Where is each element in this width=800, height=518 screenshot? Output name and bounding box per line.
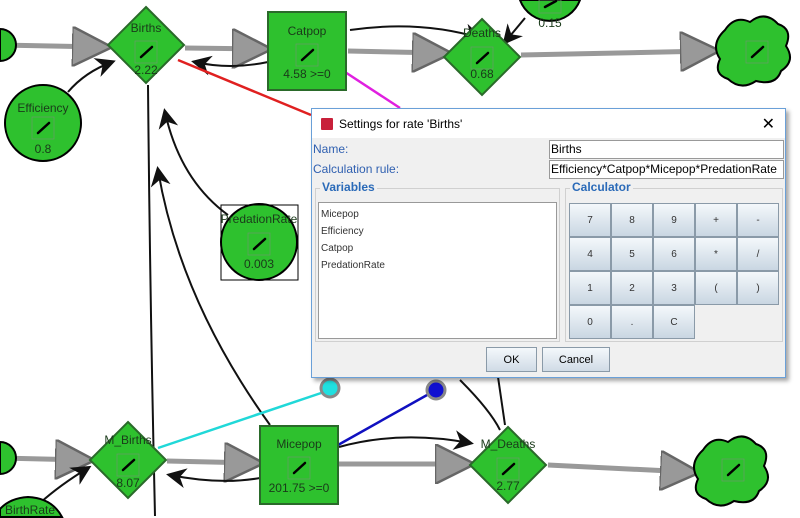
dialog-titlebar[interactable]: Settings for rate 'Births' ✕ (312, 109, 785, 138)
node-value: 0.003 (244, 257, 274, 271)
calc-key[interactable]: / (737, 237, 779, 271)
variable-item[interactable]: Micepop (321, 209, 359, 220)
gauge-needle-icon (292, 461, 307, 475)
close-icon[interactable]: ✕ (761, 115, 775, 133)
variable-item[interactable]: Catpop (321, 243, 354, 254)
node-m-deaths[interactable]: M_Deaths 2.77 (468, 425, 548, 505)
gauge-frame (745, 40, 769, 64)
calc-key[interactable]: 5 (611, 237, 653, 271)
calc-key[interactable]: 9 (653, 203, 695, 237)
calc-key[interactable]: ( (695, 271, 737, 305)
node-value: 0.8 (35, 142, 52, 156)
gauge-needle-icon (300, 48, 315, 62)
node-value: 201.75 >=0 (269, 481, 330, 495)
calc-key[interactable]: ) (737, 271, 779, 305)
calc-key[interactable]: 6 (653, 237, 695, 271)
app-icon (321, 117, 333, 130)
gauge-frame (31, 116, 55, 140)
calculation-rule-input[interactable]: Efficiency*Catpop*Micepop*PredationRate (549, 160, 784, 179)
node-catpop[interactable]: Catpop 4.58 >=0 (267, 11, 347, 91)
gauge-needle-icon (750, 45, 765, 59)
dialog-title: Settings for rate 'Births' (339, 116, 463, 131)
gauge-frame (470, 46, 494, 70)
node-value: 0.15 (538, 16, 562, 30)
node-value: 8.07 (116, 476, 140, 490)
variable-item[interactable]: Efficiency (321, 226, 364, 237)
node-value: 2.77 (496, 479, 520, 493)
node-label: BirthRate (5, 503, 55, 517)
node-value: 0.68 (470, 67, 494, 81)
node-label: Efficiency (17, 101, 68, 115)
node-top-variable[interactable]: 0.15 (518, 0, 582, 30)
variables-title: Variables (320, 180, 377, 194)
gauge-needle-icon (121, 458, 136, 472)
calculator-title: Calculator (570, 180, 633, 194)
name-label: Name: (313, 142, 349, 156)
calc-key[interactable]: . (611, 305, 653, 339)
gauge-needle-icon (36, 121, 51, 135)
gauge-needle-icon (501, 462, 516, 476)
calc-key[interactable]: 7 (569, 203, 611, 237)
calc-key[interactable]: 3 (653, 271, 695, 305)
node-label: PredationRate (221, 212, 298, 226)
gauge-frame (538, 0, 562, 14)
gauge-frame (496, 457, 520, 481)
ok-button[interactable]: OK (486, 347, 537, 372)
calc-key[interactable]: 0 (569, 305, 611, 339)
gauge-frame (721, 458, 745, 482)
gauge-frame (247, 232, 271, 256)
node-m-births[interactable]: M_Births 8.07 (88, 420, 168, 500)
node-predationrate[interactable]: PredationRate 0.003 (220, 203, 299, 281)
calc-key[interactable]: 8 (611, 203, 653, 237)
node-micepop[interactable]: Micepop 201.75 >=0 (259, 425, 339, 505)
gauge-frame (134, 40, 158, 64)
gauge-frame (287, 456, 311, 480)
name-input[interactable]: Births (549, 140, 784, 159)
calculation-rule-label: Calculation rule: (313, 162, 400, 176)
calc-key[interactable]: + (695, 203, 737, 237)
node-value: 4.58 >=0 (283, 67, 331, 81)
node-birthrate[interactable]: BirthRate (0, 495, 64, 518)
node-value: 2.22 (134, 63, 158, 77)
gauge-icons (31, 0, 769, 482)
flow-pipes (0, 45, 710, 472)
node-label: Catpop (288, 24, 327, 38)
gauge-needle-icon (252, 237, 267, 251)
calc-key[interactable]: C (653, 305, 695, 339)
cancel-button[interactable]: Cancel (542, 347, 610, 372)
gauge-needle-icon (139, 45, 154, 59)
node-births[interactable]: Births 2.22 (106, 5, 186, 85)
calc-key[interactable]: 4 (569, 237, 611, 271)
node-label: Births (131, 21, 162, 35)
node-label: M_Births (104, 433, 151, 447)
gauge-needle-icon (543, 0, 558, 9)
variable-item[interactable]: PredationRate (321, 260, 385, 271)
calc-key[interactable]: * (695, 237, 737, 271)
node-efficiency[interactable]: Efficiency 0.8 (4, 84, 82, 162)
gauge-frame (116, 453, 140, 477)
gauge-needle-icon (475, 51, 490, 65)
blue-connector-handle[interactable] (425, 379, 447, 401)
node-label: M_Deaths (481, 437, 536, 451)
cyan-connector-handle[interactable] (319, 377, 341, 399)
calc-key[interactable]: 1 (569, 271, 611, 305)
calc-key[interactable]: 2 (611, 271, 653, 305)
gauge-frame (295, 43, 319, 67)
node-label: Deaths (463, 26, 501, 40)
node-label: Micepop (276, 437, 322, 451)
calc-key[interactable]: - (737, 203, 779, 237)
rate-settings-dialog: Settings for rate 'Births' ✕ Name: Birth… (311, 108, 786, 378)
selection-box (220, 204, 299, 281)
gauge-needle-icon (726, 463, 741, 477)
